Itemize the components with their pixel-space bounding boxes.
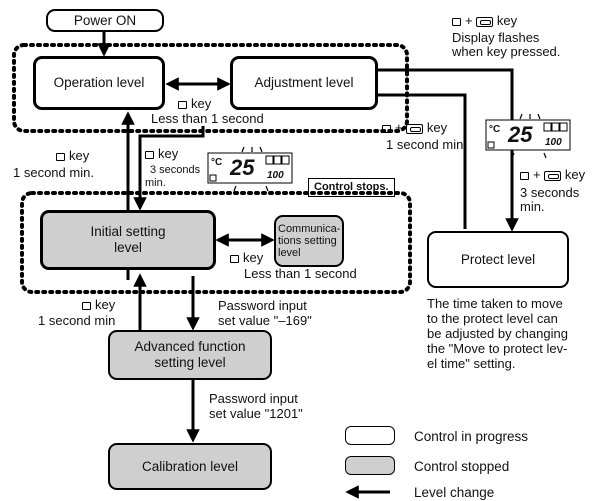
one-second-min-right: 1 second min.: [386, 137, 467, 152]
legend-swatch-stopped: [345, 456, 395, 475]
less-than-1s-top: Less than 1 second: [151, 111, 264, 126]
display-subvalue-middle: 100: [267, 170, 284, 181]
legend-in-progress-label: Control in progress: [414, 429, 529, 444]
initial-setting-level-box[interactable]: Initial setting level: [40, 210, 216, 270]
protect-note-line: el time" setting.: [427, 356, 516, 371]
mode-key-icon: [178, 101, 187, 109]
three-seconds-line2: min.: [145, 177, 166, 189]
right-three-seconds-line2: min.: [520, 199, 545, 214]
calibration-level-box[interactable]: Calibration level: [108, 443, 272, 490]
protect-enter-key-combo: + key: [520, 167, 585, 182]
left-key-label: key: [56, 148, 89, 163]
mode-key-icon: [82, 302, 91, 310]
legend-level-change-label: Level change: [414, 485, 495, 500]
display-subvalue-right: 100: [545, 137, 562, 148]
legend-swatch-in-progress: [345, 426, 395, 445]
power-on-box: Power ON: [46, 9, 164, 32]
top-group-frame: [12, 43, 409, 133]
protect-level-box[interactable]: Protect level: [427, 231, 569, 288]
protect-note-line: the "Move to protect lev-: [427, 341, 568, 356]
op-adj-key-label: key: [178, 96, 211, 111]
display-value-right: 25: [508, 122, 533, 147]
shift-key-icon: [544, 171, 562, 181]
init-comm-key-label: key: [230, 250, 263, 265]
password-2-line2: set value "1201": [209, 406, 303, 421]
adjustment-level-label: Adjustment level: [254, 75, 354, 90]
adjustment-level-box[interactable]: Adjustment level: [230, 56, 378, 110]
shift-key-icon: [476, 17, 494, 27]
mode-key-icon: [452, 18, 461, 26]
advanced-function-setting-level-box[interactable]: Advanced function setting level: [108, 330, 272, 380]
calibration-level-label: Calibration level: [141, 458, 239, 474]
three-seconds-line1: 3 seconds: [150, 164, 201, 176]
communications-setting-level-label: Communica-tions setting level: [278, 223, 341, 259]
mode-key-icon: [382, 125, 391, 133]
mode-key-icon: [56, 153, 65, 161]
protect-note: The time taken to move to the protect le…: [427, 296, 568, 371]
protect-return-key-combo: + key: [382, 120, 447, 135]
display-icon-middle: [207, 146, 293, 192]
protect-note-line: to the protect level can: [427, 311, 558, 326]
legend-stopped-label: Control stopped: [414, 459, 510, 474]
bottom-left-key-label: key: [82, 297, 115, 312]
operation-level-box[interactable]: Operation level: [33, 56, 165, 110]
mode-key-icon: [230, 255, 239, 263]
less-than-1s-mid: Less than 1 second: [244, 266, 357, 281]
protect-note-line: be adjusted by changing: [427, 326, 568, 341]
power-on-label: Power ON: [73, 12, 137, 28]
display-value-middle: 25: [230, 155, 255, 180]
top-right-key-combo: + key: [452, 13, 517, 28]
protect-level-label: Protect level: [460, 251, 536, 267]
shift-key-icon: [406, 124, 424, 134]
right-three-seconds-line1: 3 seconds: [520, 185, 580, 200]
control-stops-note: Control stops.: [308, 178, 395, 197]
password-1-line2: set value "–169": [218, 313, 312, 328]
password-2-line1: Password input: [209, 391, 298, 406]
display-unit-middle: °C: [211, 157, 223, 168]
password-1-line1: Password input: [218, 298, 307, 313]
communications-setting-level-box[interactable]: Communica-tions setting level: [274, 215, 344, 267]
initial-setting-level-label: Initial setting level: [90, 224, 166, 255]
display-icon-right: [485, 113, 571, 159]
protect-note-line: The time taken to move: [427, 296, 563, 311]
one-second-min-bottom: 1 second min: [38, 313, 116, 328]
advanced-function-setting-level-label: Advanced function setting level: [134, 339, 246, 370]
middle-group-frame: [20, 191, 412, 294]
operation-level-label: Operation level: [53, 75, 145, 90]
display-flashes-line1: Display flashes: [452, 30, 540, 45]
three-second-key-label: key: [145, 146, 178, 161]
one-second-min-left: 1 second min.: [13, 165, 94, 180]
display-unit-right: °C: [489, 124, 501, 135]
display-flashes-line2: when key pressed.: [452, 44, 561, 59]
mode-key-icon: [145, 151, 154, 159]
mode-key-icon: [520, 172, 529, 180]
